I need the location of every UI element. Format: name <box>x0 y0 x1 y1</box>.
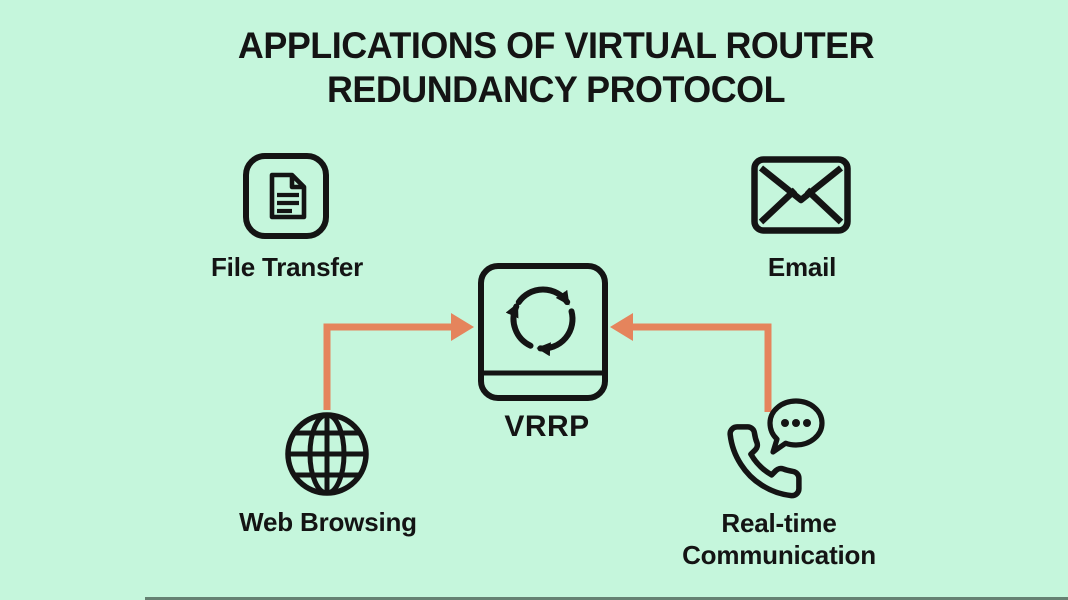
vrrp-label: VRRP <box>504 410 590 443</box>
file-document-icon <box>243 153 329 239</box>
realtime-communication-label: Real-time Communication <box>682 507 876 571</box>
realtime-label-line-1: Real-time <box>721 508 837 538</box>
page-title: APPLICATIONS OF VIRTUAL ROUTER REDUNDANC… <box>59 24 1052 112</box>
sync-cycle-icon <box>478 263 608 401</box>
web-browsing-to-vrrp-arrow <box>323 313 474 410</box>
globe-icon <box>285 412 369 496</box>
page-title-line-1: APPLICATIONS OF VIRTUAL ROUTER <box>237 25 875 66</box>
page-title-line-2: REDUNDANCY PROTOCOL <box>326 69 786 110</box>
bottom-bar <box>145 597 1068 600</box>
realtime-label-line-2: Communication <box>682 540 876 570</box>
web-browsing-label: Web Browsing <box>239 507 417 537</box>
realtime-to-vrrp-arrow <box>610 313 772 412</box>
phone-chat-icon <box>727 398 825 499</box>
file-transfer-label: File Transfer <box>210 252 364 282</box>
email-label: Email <box>767 252 837 282</box>
envelope-icon <box>751 156 851 234</box>
